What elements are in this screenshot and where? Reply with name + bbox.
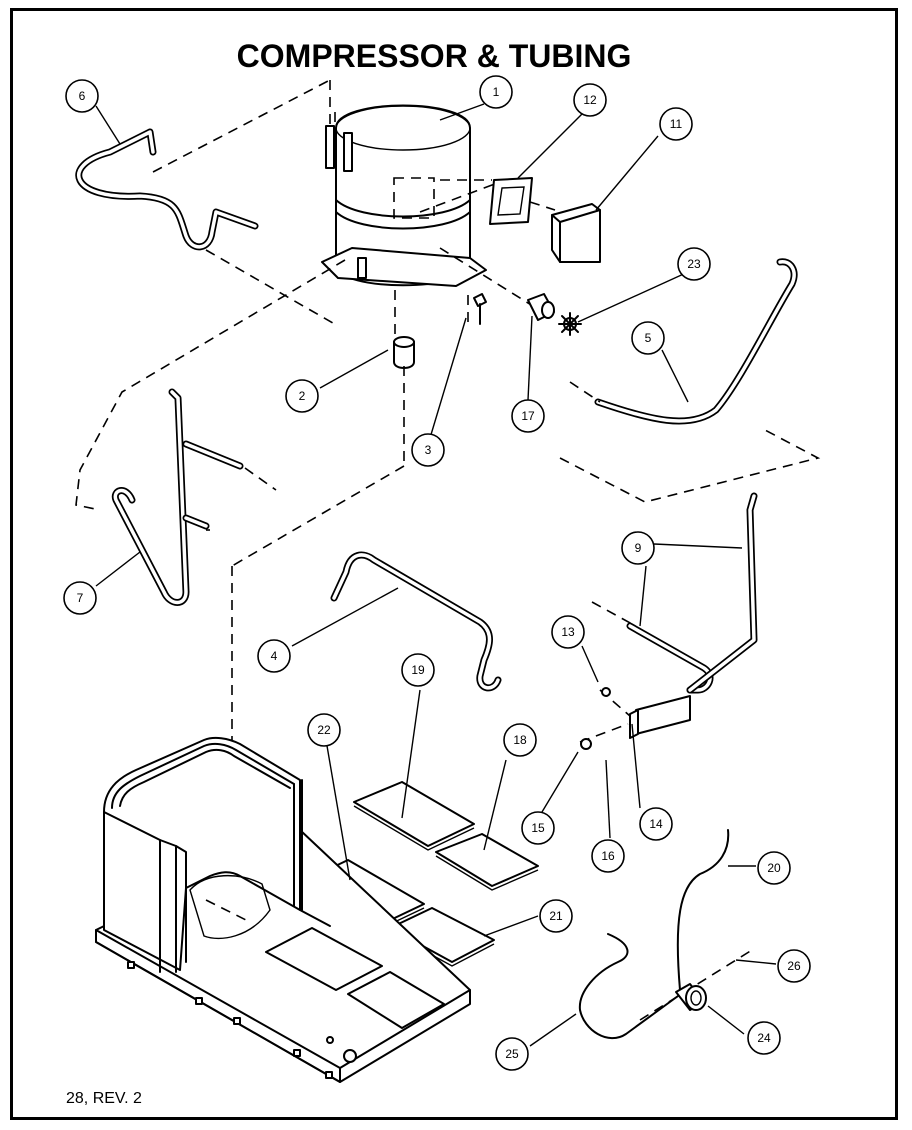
callout-9: 9 — [621, 531, 655, 565]
callout-17: 17 — [511, 399, 545, 433]
callout-16: 16 — [591, 839, 625, 873]
callout-7: 7 — [63, 581, 97, 615]
grommet-2 — [393, 336, 415, 369]
tube-7 — [111, 388, 244, 606]
svg-text:24: 24 — [757, 1031, 771, 1045]
svg-text:4: 4 — [271, 649, 278, 663]
fastener-3 — [473, 293, 487, 325]
svg-text:6: 6 — [79, 89, 86, 103]
callout-6: 6 — [65, 79, 99, 113]
callout-22: 22 — [307, 713, 341, 747]
callout-3: 3 — [411, 433, 445, 467]
tube-20 — [676, 829, 730, 991]
callout-24: 24 — [747, 1021, 781, 1055]
diagram-title: COMPRESSOR & TUBING — [236, 38, 632, 74]
svg-text:13: 13 — [561, 625, 575, 639]
svg-text:3: 3 — [425, 443, 432, 457]
callout-4: 4 — [257, 639, 291, 673]
callout-11: 11 — [659, 107, 693, 141]
callout-18: 18 — [503, 723, 537, 757]
svg-text:11: 11 — [670, 117, 683, 131]
compressor — [321, 104, 487, 287]
svg-text:9: 9 — [635, 541, 642, 555]
tube-9 — [626, 492, 758, 739]
svg-text:21: 21 — [549, 909, 563, 923]
callout-5: 5 — [631, 321, 665, 355]
callout-21: 21 — [539, 899, 573, 933]
cover-11 — [551, 203, 601, 263]
condenser-cabinet — [103, 736, 331, 973]
svg-text:20: 20 — [767, 861, 781, 875]
svg-text:23: 23 — [687, 257, 701, 271]
diagram-frame — [10, 8, 898, 1120]
svg-text:18: 18 — [513, 733, 527, 747]
svg-text:16: 16 — [601, 849, 615, 863]
svg-text:1: 1 — [493, 85, 500, 99]
callout-25: 25 — [495, 1037, 529, 1071]
callout-19: 19 — [401, 653, 435, 687]
svg-text:5: 5 — [645, 331, 652, 345]
revision-note: 28, REV. 2 — [66, 1090, 142, 1107]
svg-text:2: 2 — [299, 389, 306, 403]
fitting-17 — [527, 293, 555, 321]
callout-2: 2 — [285, 379, 319, 413]
callout-20: 20 — [757, 851, 791, 885]
callout-15: 15 — [521, 811, 555, 845]
panel-18 — [435, 833, 539, 891]
callout-14: 14 — [639, 807, 673, 841]
callout-1: 1 — [479, 75, 513, 109]
callout-12: 12 — [573, 83, 607, 117]
tube-5 — [594, 258, 798, 425]
leader-lines — [95, 103, 777, 1047]
gasket-12 — [489, 177, 533, 225]
svg-text:12: 12 — [583, 93, 597, 107]
tube-4 — [330, 551, 502, 692]
tube-25 — [578, 933, 679, 1040]
svg-text:14: 14 — [649, 817, 663, 831]
callout-26: 26 — [777, 949, 811, 983]
tube-6 — [75, 128, 259, 251]
svg-text:19: 19 — [411, 663, 425, 677]
starnut-23 — [558, 312, 582, 336]
svg-text:7: 7 — [77, 591, 84, 605]
panel-19 — [353, 781, 475, 851]
base-pan — [95, 829, 471, 1083]
svg-text:15: 15 — [531, 821, 545, 835]
fitting-24 — [675, 983, 707, 1011]
svg-text:17: 17 — [521, 409, 535, 423]
svg-text:22: 22 — [317, 723, 331, 737]
callout-23: 23 — [677, 247, 711, 281]
svg-text:25: 25 — [505, 1047, 519, 1061]
callout-13: 13 — [551, 615, 585, 649]
svg-text:26: 26 — [787, 959, 801, 973]
